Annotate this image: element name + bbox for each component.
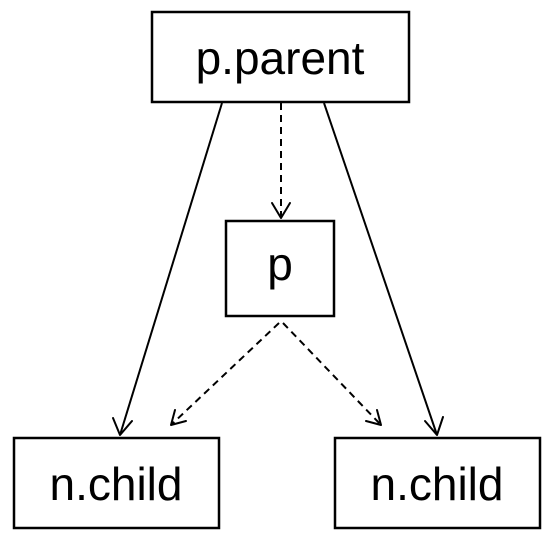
node-parent-label: p.parent: [196, 32, 365, 84]
node-child-right: n.child: [333, 436, 542, 530]
edge-p-to-left-child: [170, 322, 280, 426]
node-parent: p.parent: [150, 10, 411, 104]
edge-parent-to-right-child: [323, 102, 444, 436]
node-child-left-label: n.child: [50, 458, 183, 510]
node-p: p: [224, 219, 336, 318]
edge-parent-to-left-child: [112, 102, 223, 436]
node-p-label: p: [267, 238, 293, 290]
node-child-left: n.child: [12, 436, 221, 530]
edge-parent-to-p: [271, 103, 291, 219]
node-child-right-label: n.child: [371, 458, 504, 510]
edge-p-to-right-child: [282, 322, 382, 426]
